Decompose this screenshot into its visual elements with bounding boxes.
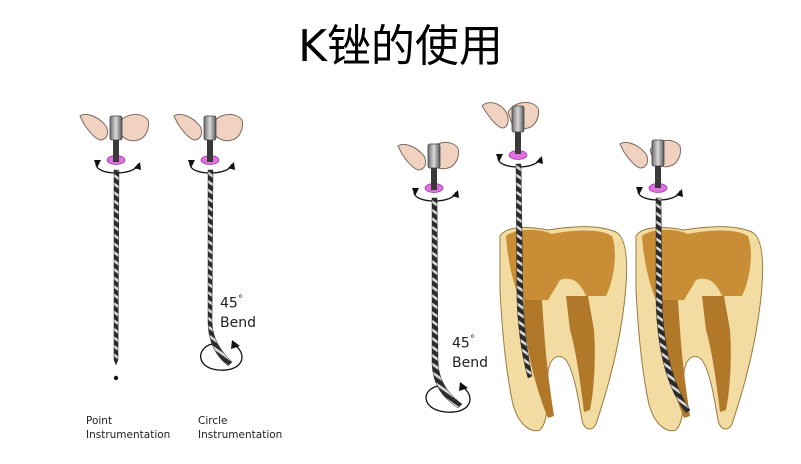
file-handle [109,115,123,141]
k-file-point [79,113,149,381]
caption-point-line-1: Point [86,415,113,427]
rotation-arrow-head [496,154,503,162]
k-file-circle [173,113,243,371]
bend-label-1: 45° Bend [220,290,256,333]
file-shaft [113,140,119,162]
finger-left [79,113,109,141]
rotation-arrow-head [188,160,195,168]
circle-motion-arrow-head [459,382,468,391]
rotation-arrow-head-2 [536,156,543,164]
circle-motion-arrow [425,385,471,413]
tooth-enamel [642,229,751,300]
rotation-arrow-head [412,188,419,196]
finger-left [173,113,203,141]
pulp-canal-2 [566,296,595,412]
finger-right [211,114,243,142]
finger-left [619,141,649,169]
bend-angle-1: 45° [220,294,243,312]
bend-angle-2: 45° [452,334,475,352]
caption-circle-line-2: Instrumentation [198,429,283,441]
caption-circle-line-1: Circle [198,415,228,427]
tooth-2 [635,226,764,432]
k-file-bent [397,142,471,413]
file-shaft [515,132,521,154]
file-blade [207,169,233,367]
file-shaft [431,168,437,190]
file-blade [655,197,691,414]
pulp-canal [660,300,690,418]
file-shaft [207,140,213,162]
circle-motion-arrow [200,343,243,371]
file-blade [113,169,120,366]
file-blade [515,163,533,379]
finger-right [117,114,149,142]
page-title: K锉的使用 [298,21,503,72]
file-handle [651,139,665,167]
rotation-arrow-head-2 [676,189,683,197]
k-file-in-tooth-2 [619,139,691,414]
rotation-arrow-head-2 [228,162,235,170]
file-handle [203,115,217,141]
caption-point-instrumentation: Point Instrumentation [86,414,170,442]
tooth-enamel [506,229,615,300]
caption-circle-instrumentation: Circle Instrumentation [198,414,282,442]
pulp-canal-2 [702,296,731,412]
bend-word-1: Bend [220,314,256,331]
bend-label-2: 45° Bend [452,330,488,373]
finger-left [481,102,509,129]
file-handle [427,143,441,169]
rotation-arrow-head-2 [134,162,141,170]
file-shaft [655,166,661,188]
finger-left [397,143,427,171]
rotation-arrow-head-2 [452,190,459,198]
file-blade [431,197,463,409]
tooth-1 [499,226,628,432]
k-file-in-tooth-1 [481,102,543,379]
bend-word-2: Bend [452,354,488,371]
rotation-arrow-head [636,187,643,195]
point-dot [113,375,119,381]
file-handle [511,105,525,133]
circle-motion-arrow-head [231,340,240,349]
caption-point-line-2: Instrumentation [86,429,171,441]
rotation-arrow-head [94,160,101,168]
pulp-canal [524,300,554,418]
